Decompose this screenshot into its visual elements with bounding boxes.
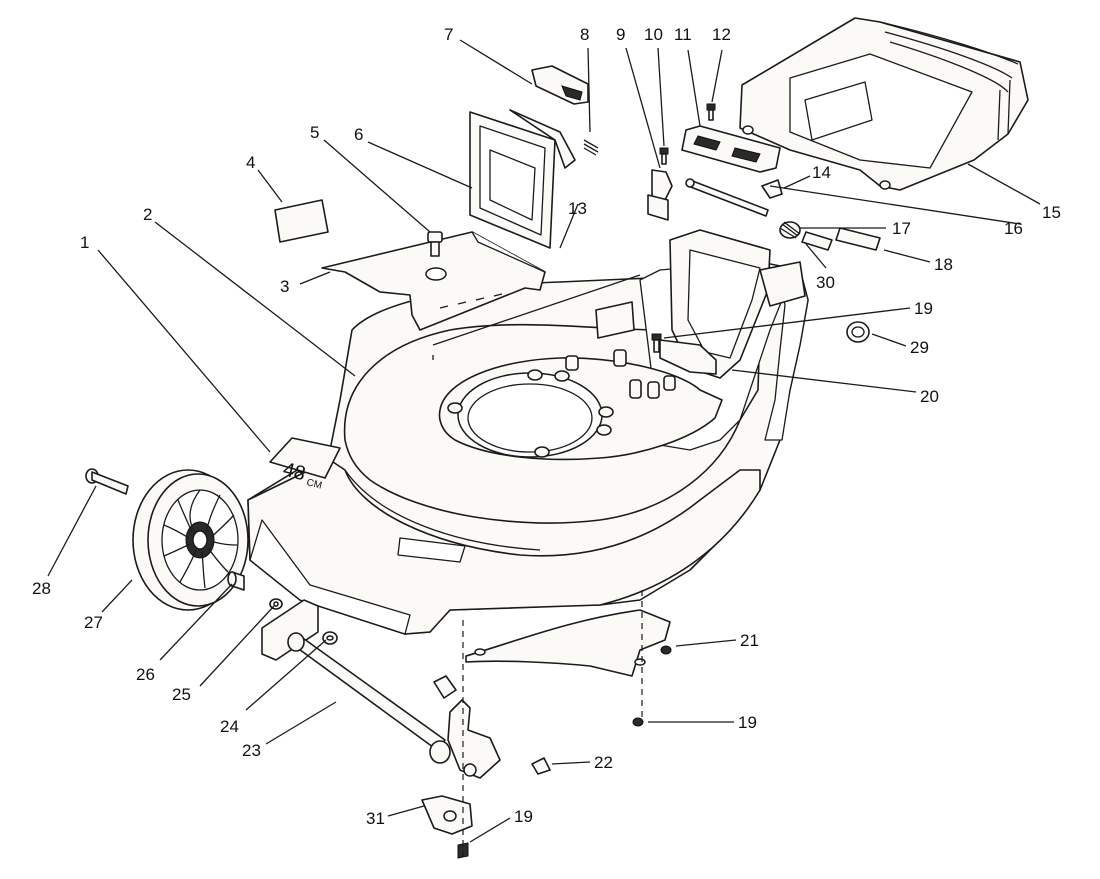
part-23-axle (287, 632, 451, 764)
callout-7: 7 (444, 25, 453, 44)
part-14-clip (761, 179, 783, 199)
part-10-screw (659, 147, 669, 165)
callout-19-upper: 19 (914, 299, 933, 318)
part-29-plug (846, 321, 870, 343)
leader-lines (47, 39, 1041, 843)
callout-labels: 1 2 3 4 5 6 7 8 9 10 11 12 13 14 15 16 1… (32, 25, 1061, 828)
part-19-screw-upper (651, 333, 662, 353)
callout-16: 16 (1004, 219, 1023, 238)
part-6-chute-door (469, 109, 576, 249)
callout-27: 27 (84, 613, 103, 632)
callout-20: 20 (920, 387, 939, 406)
callout-19-bottom: 19 (514, 807, 533, 826)
part-12-screw (706, 103, 716, 121)
part-17-spring (779, 221, 801, 239)
part-27-wheel (132, 469, 249, 611)
part-31-plate (421, 795, 473, 835)
callout-29: 29 (910, 338, 929, 357)
callout-26: 26 (136, 665, 155, 684)
part-19-screw-mid (632, 717, 644, 727)
callout-4: 4 (246, 153, 255, 172)
part-5-bolt (427, 231, 443, 257)
callout-23: 23 (242, 741, 261, 760)
assembly-centerlines (462, 590, 643, 860)
part-20-chute-frame (659, 229, 806, 379)
part-3-deflector-plate (321, 231, 546, 331)
part-22-knob (531, 757, 551, 775)
callout-25: 25 (172, 685, 191, 704)
part-13-label (595, 301, 635, 339)
part-30-pin (801, 231, 833, 251)
deck-size-label: 48 CM (281, 459, 323, 492)
callout-24: 24 (220, 717, 239, 736)
deck-size-unit: CM (305, 477, 323, 491)
callout-8: 8 (580, 25, 589, 44)
callout-2: 2 (143, 205, 152, 224)
callout-3: 3 (280, 277, 289, 296)
part-4-label (274, 199, 329, 243)
part-18-tube (835, 227, 881, 251)
part-9-hinge-bracket (647, 169, 673, 221)
callout-21: 21 (740, 631, 759, 650)
part-7-knob (531, 65, 589, 105)
callout-13: 13 (568, 199, 587, 218)
callout-31: 31 (366, 809, 385, 828)
part-26-bushing (227, 571, 245, 591)
part-24-axle-bracket (261, 599, 338, 661)
callout-22: 22 (594, 753, 613, 772)
callout-6: 6 (354, 125, 363, 144)
callout-18: 18 (934, 255, 953, 274)
callout-28: 28 (32, 579, 51, 598)
part-25-washer (269, 598, 283, 610)
callout-11: 11 (674, 25, 692, 44)
part-16-hinge-rod (685, 178, 769, 217)
callout-1: 1 (80, 233, 89, 252)
part-21-rear-strap (465, 609, 672, 677)
callout-9: 9 (616, 25, 625, 44)
part-15-rear-cover (739, 17, 1029, 191)
callout-19-mid: 19 (738, 713, 757, 732)
callout-12: 12 (712, 25, 731, 44)
callout-17: 17 (892, 219, 911, 238)
callout-14: 14 (812, 163, 831, 182)
callout-15: 15 (1042, 203, 1061, 222)
callout-30: 30 (816, 273, 835, 292)
height-adjuster-bracket (433, 675, 501, 779)
part-19-screw-bottom (457, 842, 469, 859)
deck-size-value: 48 (281, 459, 308, 486)
callout-5: 5 (310, 123, 319, 142)
part-11-rear-flap (681, 125, 781, 173)
callout-10: 10 (644, 25, 663, 44)
part-28-wheel-bolt (85, 468, 129, 495)
part-8-spring (583, 139, 599, 156)
